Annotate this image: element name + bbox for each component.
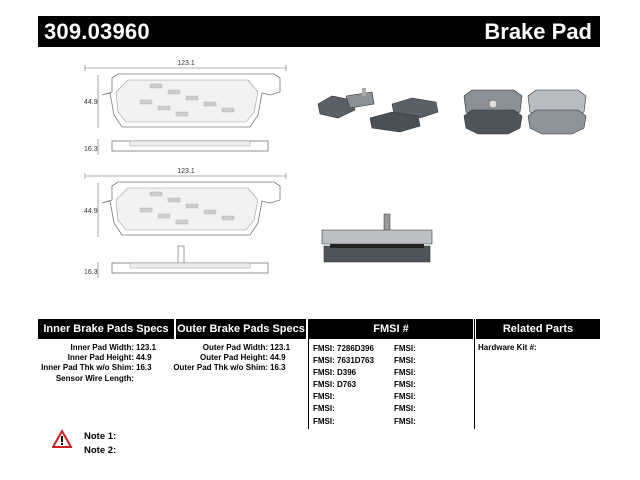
spec-value: 16.3 <box>270 363 286 373</box>
inner-width-dimension: 123.1 <box>177 60 195 67</box>
fmsi-row: FMSI: <box>394 367 470 379</box>
spec-label: Inner Pad Width: <box>70 343 134 352</box>
inner-spec-row: Sensor Wire Length: <box>38 374 174 384</box>
fmsi-label: FMSI: <box>394 344 416 353</box>
pad-photo-side <box>321 213 433 263</box>
spec-value: 44.9 <box>270 353 286 363</box>
fmsi-label: FMSI: <box>394 380 416 390</box>
spec-label: Outer Pad Width: <box>202 343 268 352</box>
pad-photo-loose <box>317 88 439 133</box>
related-parts: Hardware Kit #: <box>478 343 537 352</box>
warning-triangle-icon <box>52 430 72 448</box>
spec-value: 123.1 <box>270 343 291 352</box>
fmsi-label: FMSI: <box>313 404 335 414</box>
fmsi-row: FMSI: <box>394 403 470 415</box>
fmsi-row: FMSI: <box>394 379 470 391</box>
outer-spec-row: Outer Pad Height: 44.9 <box>176 353 306 363</box>
fmsi-label: FMSI: <box>313 356 335 366</box>
outer-specs-list: Outer Pad Width: 123.1 Outer Pad Height:… <box>173 343 306 374</box>
fmsi-label: FMSI: <box>313 416 335 426</box>
pad-logo-pattern <box>139 83 235 117</box>
fmsi-row: FMSI: <box>394 355 470 367</box>
fmsi-label: FMSI: <box>313 392 335 402</box>
inner-height-dimension: 44.9 <box>84 99 98 106</box>
outer-width-dimension: 123.1 <box>177 168 195 175</box>
spec-label: Sensor Wire Length: <box>55 373 134 383</box>
fmsi-label: FMSI: <box>313 344 335 353</box>
fmsi-list-right: FMSI: FMSI: FMSI: FMSI: FMSI: FMSI: FMSI… <box>394 343 470 428</box>
fmsi-row: FMSI: <box>313 391 393 403</box>
fmsi-label: FMSI: <box>394 392 416 402</box>
spec-label: Outer Pad Thk w/o Shim: <box>173 363 268 373</box>
note-2-label: Note 2: <box>84 445 117 456</box>
fmsi-value: 7631D763 <box>337 356 374 366</box>
inner-thickness-dimension: 16.3 <box>84 146 98 153</box>
fmsi-row: FMSI:7631D763 <box>313 355 393 367</box>
inner-specs-list: Inner Pad Width: 123.1 Inner Pad Height:… <box>38 343 174 384</box>
title-bar: 309.03960 Brake Pad <box>38 16 600 47</box>
fmsi-row: FMSI:7286D396 <box>313 343 393 355</box>
fmsi-label: FMSI: <box>394 404 416 414</box>
fmsi-label: FMSI: <box>394 356 416 366</box>
fmsi-list-left: FMSI:7286D396 FMSI:7631D763 FMSI:D396 FM… <box>313 343 393 428</box>
fmsi-row: FMSI: <box>313 403 393 415</box>
hardware-kit-label: Hardware Kit #: <box>478 343 537 352</box>
fmsi-row: FMSI: <box>394 391 470 403</box>
spec-value: 44.9 <box>136 353 152 363</box>
fmsi-label: FMSI: <box>394 368 416 378</box>
outer-specs-header: Outer Brake Pads Specs <box>176 319 306 339</box>
fmsi-label: FMSI: <box>394 416 416 426</box>
fmsi-row: FMSI:D763 <box>313 379 393 391</box>
outer-spec-row: Outer Pad Width: 123.1 <box>176 343 306 353</box>
spec-label: Inner Pad Height: <box>67 353 134 363</box>
fmsi-row: FMSI: <box>394 416 470 428</box>
column-divider <box>474 319 475 429</box>
fmsi-value: 7286D396 <box>337 344 374 353</box>
column-divider <box>308 319 309 429</box>
outer-height-dimension: 44.9 <box>84 208 98 215</box>
fmsi-row: FMSI: <box>394 343 470 355</box>
outer-spec-row: Outer Pad Thk w/o Shim: 16.3 <box>173 363 306 373</box>
related-parts-header: Related Parts <box>476 319 600 339</box>
fmsi-label: FMSI: <box>313 368 335 378</box>
inner-specs-header: Inner Brake Pads Specs <box>38 319 174 339</box>
pad-photo-front-back <box>463 89 587 135</box>
inner-spec-row: Inner Pad Thk w/o Shim: 16.3 <box>38 363 174 373</box>
spec-label: Inner Pad Thk w/o Shim: <box>41 363 134 373</box>
technical-drawing: 123.1 44.9 16.3 123.1 44.9 <box>84 60 587 278</box>
fmsi-value: D396 <box>337 368 357 378</box>
spec-label: Outer Pad Height: <box>199 353 268 363</box>
inner-spec-row: Inner Pad Width: 123.1 <box>38 343 174 353</box>
inner-spec-row: Inner Pad Height: 44.9 <box>38 353 174 363</box>
outer-thickness-dimension: 16.3 <box>84 269 98 276</box>
fmsi-row: FMSI:D396 <box>313 367 393 379</box>
fmsi-row: FMSI: <box>313 416 393 428</box>
inner-pad-drawing: 123.1 44.9 16.3 <box>84 60 287 155</box>
fmsi-header: FMSI # <box>309 319 473 339</box>
note-1-label: Note 1: <box>84 431 117 442</box>
part-number: 309.03960 <box>44 19 150 44</box>
spec-value: 16.3 <box>136 363 152 373</box>
fmsi-label: FMSI: <box>313 380 335 390</box>
outer-pad-drawing: 123.1 44.9 16.3 <box>84 168 287 278</box>
spec-value: 123.1 <box>136 343 157 352</box>
document-title: Brake Pad <box>484 19 592 44</box>
fmsi-value: D763 <box>337 380 357 390</box>
